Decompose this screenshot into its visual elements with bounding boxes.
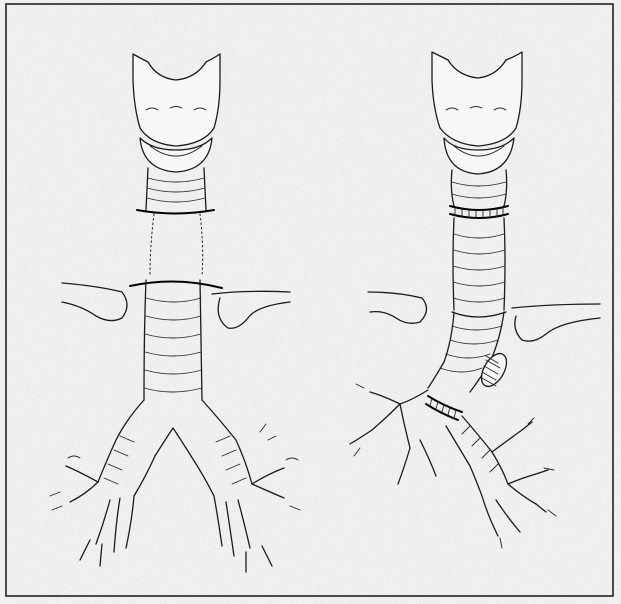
paper-texture xyxy=(0,0,621,604)
airway-illustration xyxy=(0,0,621,604)
illustration-canvas xyxy=(0,0,621,604)
